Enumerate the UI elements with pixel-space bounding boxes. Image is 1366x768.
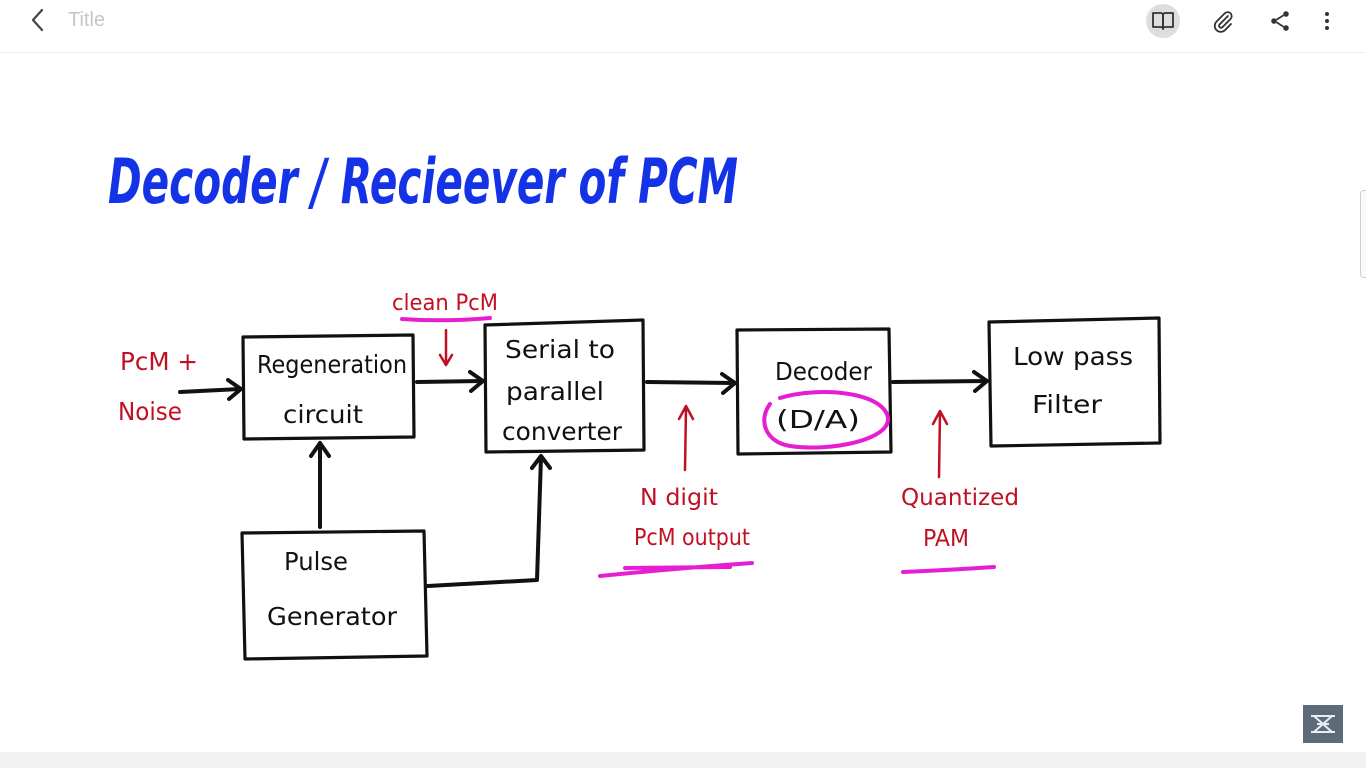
back-chevron-icon bbox=[31, 8, 44, 32]
input-label-line1: PcM + bbox=[120, 347, 198, 376]
quantized-arrow bbox=[931, 409, 949, 479]
pulse-label-line1: Pulse bbox=[284, 547, 348, 576]
attach-button[interactable] bbox=[1206, 4, 1240, 38]
quantized-label-line2: PAM bbox=[923, 526, 969, 552]
share-button[interactable] bbox=[1263, 4, 1297, 38]
regeneration-label-line2: circuit bbox=[283, 400, 363, 429]
serial-label-line3: converter bbox=[502, 417, 623, 446]
n-digit-highlight bbox=[598, 561, 754, 578]
input-label-line2: Noise bbox=[118, 397, 182, 426]
decoder-to-filter-arrow bbox=[891, 370, 989, 393]
decoder-label-line2: (D/A) bbox=[776, 405, 860, 434]
regen-to-serial-arrow bbox=[415, 370, 485, 393]
book-view-icon bbox=[1152, 12, 1174, 30]
back-button[interactable] bbox=[22, 4, 54, 36]
low-pass-filter-block bbox=[987, 316, 1162, 448]
book-view-button[interactable] bbox=[1146, 4, 1180, 38]
quantized-label-line1: Quantized bbox=[901, 485, 1019, 511]
da-highlight bbox=[762, 390, 890, 450]
input-arrow bbox=[178, 378, 243, 401]
n-digit-label-line1: N digit bbox=[640, 485, 718, 511]
regeneration-label-line1: Regeneration bbox=[257, 350, 407, 379]
channel-logo bbox=[1303, 705, 1343, 743]
top-app-bar: Title bbox=[0, 0, 1366, 53]
clean-pcm-highlight bbox=[400, 316, 492, 323]
low-pass-label-line1: Low pass bbox=[1013, 342, 1133, 371]
logo-mark-icon bbox=[1311, 715, 1335, 733]
clean-pcm-arrow bbox=[438, 328, 454, 367]
note-heading: Decoder / Recieever of PCM bbox=[108, 145, 738, 218]
note-title[interactable]: Title bbox=[68, 9, 106, 31]
low-pass-label-line2: Filter bbox=[1032, 390, 1103, 419]
bottom-bar bbox=[0, 752, 1366, 768]
serial-to-parallel-block bbox=[483, 318, 646, 454]
decoder-label-line1: Decoder bbox=[775, 357, 873, 386]
decoder-block bbox=[735, 327, 893, 456]
serial-label-line1: Serial to bbox=[505, 335, 615, 364]
more-vertical-icon bbox=[1325, 12, 1329, 30]
n-digit-arrow bbox=[677, 404, 695, 472]
quantized-highlight bbox=[901, 565, 996, 574]
serial-to-decoder-arrow bbox=[645, 372, 737, 395]
more-options-button[interactable] bbox=[1310, 4, 1344, 38]
pulse-label-line2: Generator bbox=[267, 602, 398, 631]
paperclip-icon bbox=[1213, 11, 1233, 33]
n-digit-label-line2: PcM output bbox=[634, 525, 750, 551]
side-panel-handle[interactable] bbox=[1360, 190, 1366, 278]
clean-pcm-label: clean PcM bbox=[392, 291, 498, 316]
note-canvas[interactable]: Decoder / Recieever of PCM PcM + Noise c… bbox=[0, 53, 1366, 751]
serial-label-line2: parallel bbox=[506, 377, 604, 406]
share-icon bbox=[1271, 11, 1289, 31]
pulse-to-regen-arrow bbox=[309, 441, 331, 529]
pulse-generator-block bbox=[240, 529, 429, 661]
regeneration-block bbox=[241, 333, 416, 441]
pulse-to-serial-arrow bbox=[426, 454, 552, 588]
